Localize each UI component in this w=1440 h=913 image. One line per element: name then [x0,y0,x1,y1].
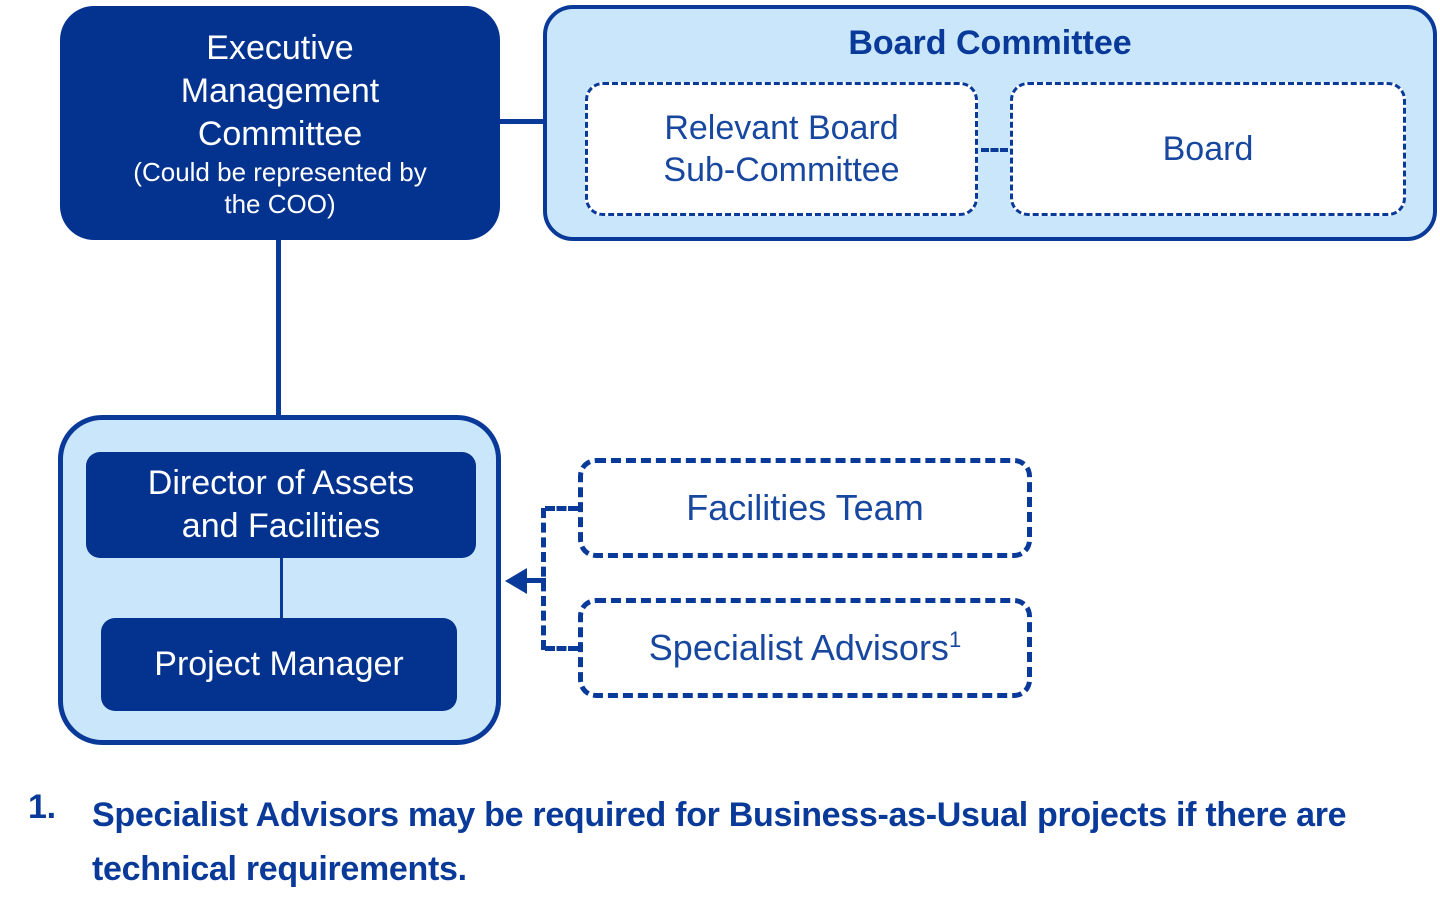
arrow-left-icon [505,568,527,594]
board-label: Board [1162,130,1254,168]
project-manager-node: Project Manager [101,618,457,711]
connector-emc-to-board-committee [500,119,545,124]
sub-committee-label-line2: Sub-Committee [663,151,900,189]
dashed-connector-specialist [545,646,578,651]
emc-label-line2: Management [180,71,380,110]
facilities-team-label: Facilities Team [686,487,924,528]
executive-management-committee-node: Executive Management Committee (Could be… [60,6,500,240]
emc-label-line1: Executive [206,28,354,67]
connector-emc-to-assets [276,240,281,417]
facilities-team-node: Facilities Team [578,458,1032,558]
specialist-advisors-text: Specialist Advisors [648,627,949,668]
board-node: Board [1010,82,1406,216]
specialist-advisors-footnote-marker: 1 [948,627,962,652]
project-manager-label: Project Manager [154,645,404,683]
emc-note-line2: the COO) [224,188,336,219]
director-label-line2: and Facilities [181,507,381,545]
arrow-stub-line [524,578,546,583]
connector-subcommittee-to-board [981,148,1008,152]
connector-director-to-pm [280,558,283,618]
director-of-assets-node: Director of Assets and Facilities [86,452,476,558]
footnote-number: 1. [28,788,56,826]
sub-committee-label-line1: Relevant Board [664,109,899,147]
dashed-connector-facilities [545,506,578,511]
director-label-line1: Director of Assets [147,464,415,502]
footnote-text: Specialist Advisors may be required for … [92,796,1347,888]
board-committee-title: Board Committee [848,24,1132,62]
specialist-advisors-node: Specialist Advisors1 [578,598,1032,698]
specialist-advisors-label: Specialist Advisors1 [649,627,961,669]
relevant-board-sub-committee-node: Relevant Board Sub-Committee [585,82,978,216]
emc-note-line1: (Could be represented by [133,156,427,187]
emc-label-line3: Committee [197,114,363,153]
